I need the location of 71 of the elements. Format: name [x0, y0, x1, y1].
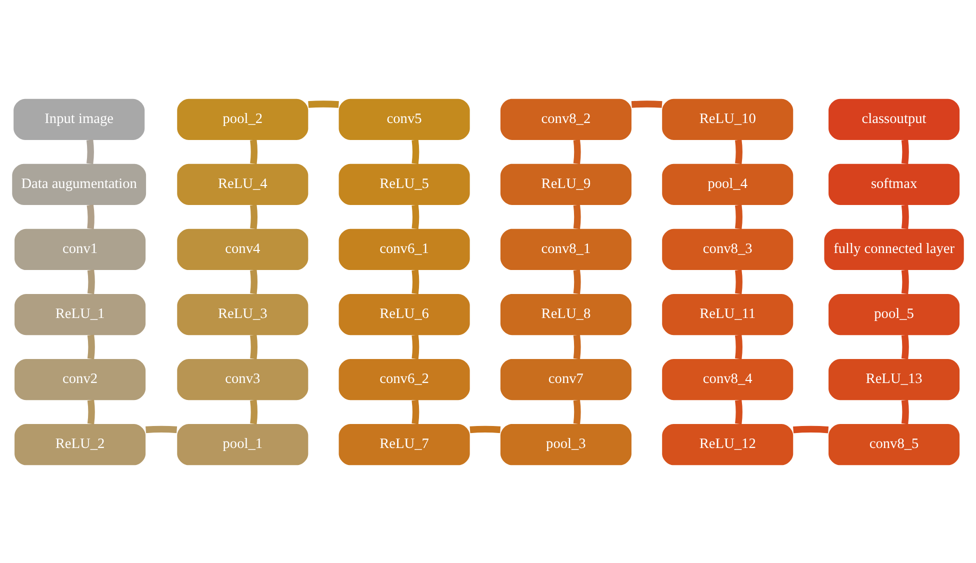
node-box: ReLU_12 — [662, 424, 794, 465]
node-box: ReLU_10 — [662, 98, 794, 140]
node-box: ReLU_7 — [338, 424, 470, 465]
node-box: ReLU_8 — [500, 293, 632, 335]
node-box: conv8_5 — [828, 424, 960, 465]
node-box: Data augumentation — [12, 163, 146, 204]
connector — [250, 204, 258, 229]
connector — [87, 269, 95, 294]
node-box: ReLU_6 — [338, 293, 470, 335]
connector — [735, 334, 742, 359]
connector — [573, 269, 581, 294]
connector — [901, 269, 909, 294]
node-box: conv3 — [177, 358, 308, 400]
connector — [250, 139, 258, 164]
node-box: conv5 — [338, 98, 470, 140]
node-box: conv1 — [14, 228, 146, 270]
connector — [250, 399, 258, 424]
connector — [735, 399, 742, 424]
node-box: ReLU_11 — [662, 293, 794, 335]
connector — [470, 425, 501, 433]
connector — [412, 204, 420, 229]
node-box: pool_5 — [828, 293, 960, 335]
connector — [86, 139, 94, 164]
connector — [735, 139, 742, 164]
connector — [308, 100, 339, 108]
connector — [631, 100, 662, 108]
connector — [901, 399, 909, 424]
node-box: conv6_2 — [338, 358, 470, 400]
node-box: pool_4 — [662, 163, 794, 204]
node-box: ReLU_9 — [500, 163, 632, 204]
node-box: conv7 — [500, 358, 632, 400]
node-box: conv8_3 — [662, 228, 794, 270]
node-box: ReLU_1 — [14, 293, 146, 335]
node-box: pool_3 — [500, 424, 632, 465]
node-box: Input image — [14, 98, 145, 140]
node-box: pool_2 — [177, 98, 308, 140]
node-box: ReLU_13 — [828, 358, 960, 400]
connector — [86, 204, 94, 229]
connector — [412, 399, 420, 424]
node-box: fully connected layer — [824, 228, 964, 270]
node-box: conv4 — [177, 228, 308, 270]
connector — [412, 269, 420, 294]
connector — [146, 425, 178, 433]
connector — [901, 334, 909, 359]
node-box: conv6_1 — [338, 228, 470, 270]
node-box: ReLU_3 — [177, 293, 308, 335]
node-box: conv8_1 — [500, 228, 632, 270]
node-box: softmax — [828, 163, 960, 204]
connector — [250, 269, 258, 294]
connector — [250, 334, 258, 359]
connector — [793, 425, 829, 433]
connector — [901, 139, 909, 164]
connector — [901, 204, 909, 229]
connector — [735, 269, 742, 294]
connector — [87, 334, 95, 359]
node-box: ReLU_2 — [14, 424, 146, 465]
node-box: conv8_2 — [500, 98, 632, 140]
node-box: classoutput — [828, 98, 960, 140]
connector — [412, 139, 420, 164]
connector — [735, 204, 742, 229]
node-box: conv8_4 — [662, 358, 794, 400]
connector — [573, 139, 581, 164]
connector — [412, 334, 420, 359]
connector — [573, 334, 581, 359]
node-box: ReLU_5 — [338, 163, 470, 204]
node-box: pool_1 — [177, 424, 308, 465]
connector — [573, 399, 581, 424]
node-box: conv2 — [14, 358, 146, 400]
node-box: ReLU_4 — [177, 163, 308, 204]
connector — [87, 399, 95, 424]
connector — [573, 204, 581, 229]
